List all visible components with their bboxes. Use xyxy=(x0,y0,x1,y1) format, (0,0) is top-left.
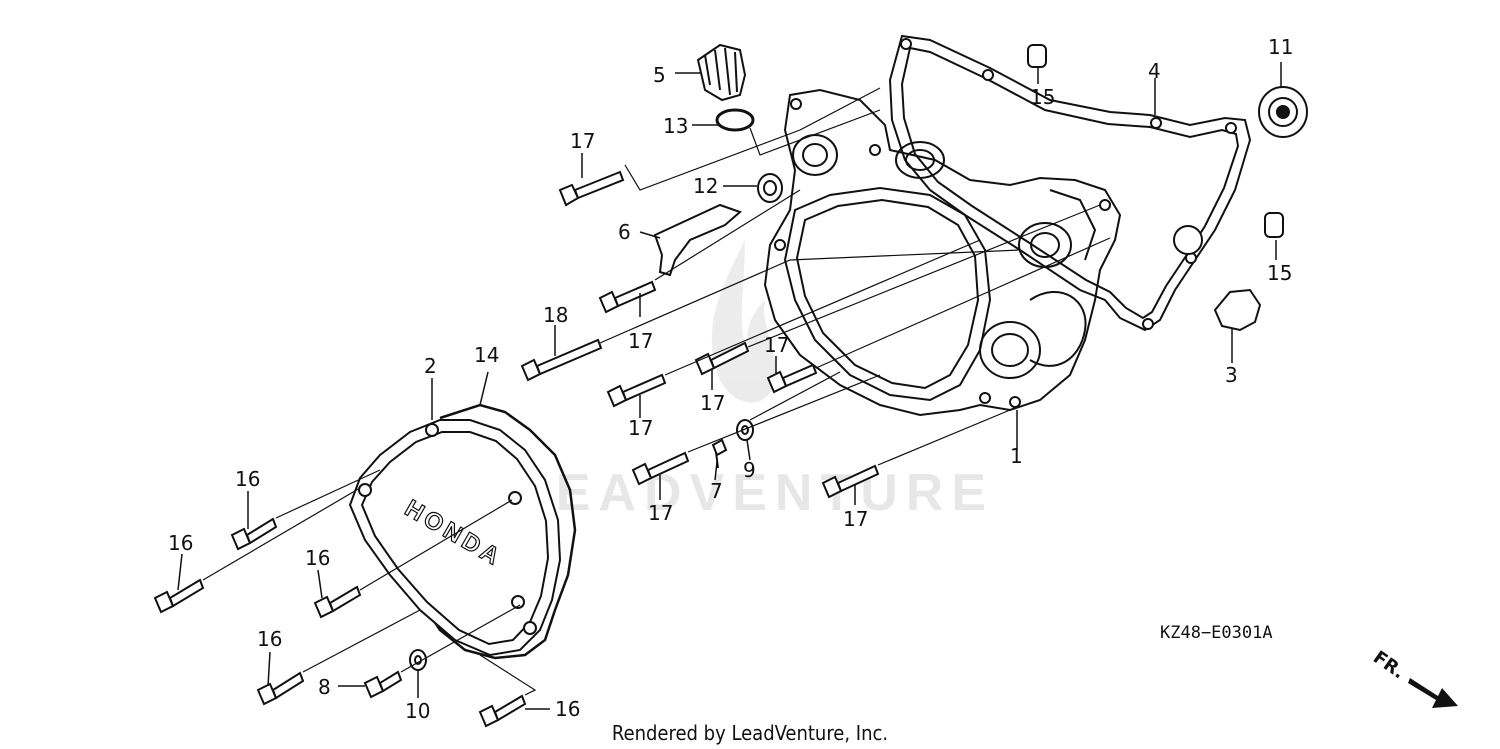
washer-10[interactable] xyxy=(409,649,427,671)
callout-7: 7 xyxy=(710,479,723,503)
leader-lines xyxy=(177,62,1282,710)
callout-12: 12 xyxy=(693,174,718,198)
callout-15-b: 15 xyxy=(1267,261,1292,285)
callout-17-f: 17 xyxy=(648,501,673,525)
callout-17-e: 17 xyxy=(764,333,789,357)
callout-5: 5 xyxy=(653,63,666,87)
callout-17-d: 17 xyxy=(700,391,725,415)
bearing-11[interactable] xyxy=(1258,86,1308,138)
callout-16-b: 16 xyxy=(168,531,193,555)
callout-17-a: 17 xyxy=(570,129,595,153)
cap-3[interactable] xyxy=(1213,288,1262,332)
diagram-code: KZ48−E0301A xyxy=(1160,623,1273,643)
bolt-8[interactable] xyxy=(363,670,403,699)
watermark-text: LEADVENTURE xyxy=(516,464,994,522)
callout-9: 9 xyxy=(743,458,756,482)
clutch-cover-2[interactable]: HONDA xyxy=(348,419,562,657)
washer-9[interactable] xyxy=(736,419,754,441)
oil-seal-12[interactable] xyxy=(757,173,783,203)
callout-15-a: 15 xyxy=(1030,85,1055,109)
callout-13: 13 xyxy=(663,114,688,138)
callout-3: 3 xyxy=(1225,363,1238,387)
bolt-17-bracket[interactable] xyxy=(598,280,657,314)
callout-16-e: 16 xyxy=(555,697,580,721)
right-crankcase-cover-1[interactable] xyxy=(763,88,1122,417)
callout-17-b: 17 xyxy=(628,329,653,353)
footer-credit: Rendered by LeadVenture, Inc. xyxy=(612,721,888,745)
front-arrow-icon xyxy=(1408,678,1458,708)
callout-8: 8 xyxy=(318,675,331,699)
callout-6: 6 xyxy=(618,220,631,244)
bolt-18[interactable] xyxy=(520,338,603,382)
callout-18: 18 xyxy=(543,303,568,327)
gasket-4[interactable] xyxy=(888,34,1252,332)
bolt-16-c[interactable] xyxy=(313,585,362,619)
bolt-16-a[interactable] xyxy=(230,517,278,551)
bolt-16-d[interactable] xyxy=(256,671,305,706)
callout-14: 14 xyxy=(474,343,499,367)
callout-17-g: 17 xyxy=(843,507,868,531)
bracket-6[interactable] xyxy=(653,203,742,277)
bolts xyxy=(153,170,880,728)
bolt-16-e[interactable] xyxy=(478,694,527,728)
callouts: 1 2 3 4 5 6 7 8 9 10 11 12 13 14 15 15 1… xyxy=(168,35,1293,723)
callout-17-c: 17 xyxy=(628,416,653,440)
bolt-17-low-left[interactable] xyxy=(631,451,690,486)
callout-16-d: 16 xyxy=(257,627,282,651)
bolt-17-low-right[interactable] xyxy=(821,464,880,499)
callout-16-a: 16 xyxy=(235,467,260,491)
o-ring-13[interactable] xyxy=(715,108,755,132)
callout-11: 11 xyxy=(1268,35,1293,59)
callout-16-c: 16 xyxy=(305,546,330,570)
alignment-lines xyxy=(202,87,1111,696)
callout-1: 1 xyxy=(1010,444,1023,468)
bolt-16-b[interactable] xyxy=(153,578,205,614)
watermark-flame-icon xyxy=(711,240,776,403)
dowel-pin-15a[interactable] xyxy=(1027,44,1047,68)
dowel-pin-15b[interactable] xyxy=(1264,212,1284,238)
front-direction-indicator: FR. xyxy=(1369,647,1458,708)
bolt-17-mid-left[interactable] xyxy=(606,373,667,408)
callout-10: 10 xyxy=(405,699,430,723)
cover-gasket-14[interactable] xyxy=(418,403,577,660)
bolt-17-top[interactable] xyxy=(558,170,625,207)
callout-2: 2 xyxy=(424,354,437,378)
direction-label: FR. xyxy=(1369,647,1408,683)
bolt-17-mid-right[interactable] xyxy=(766,363,818,394)
bolt-17-mid[interactable] xyxy=(694,341,750,376)
oil-filler-cap-5[interactable] xyxy=(696,43,747,102)
callout-4: 4 xyxy=(1148,59,1161,83)
screw-7[interactable] xyxy=(711,438,728,469)
